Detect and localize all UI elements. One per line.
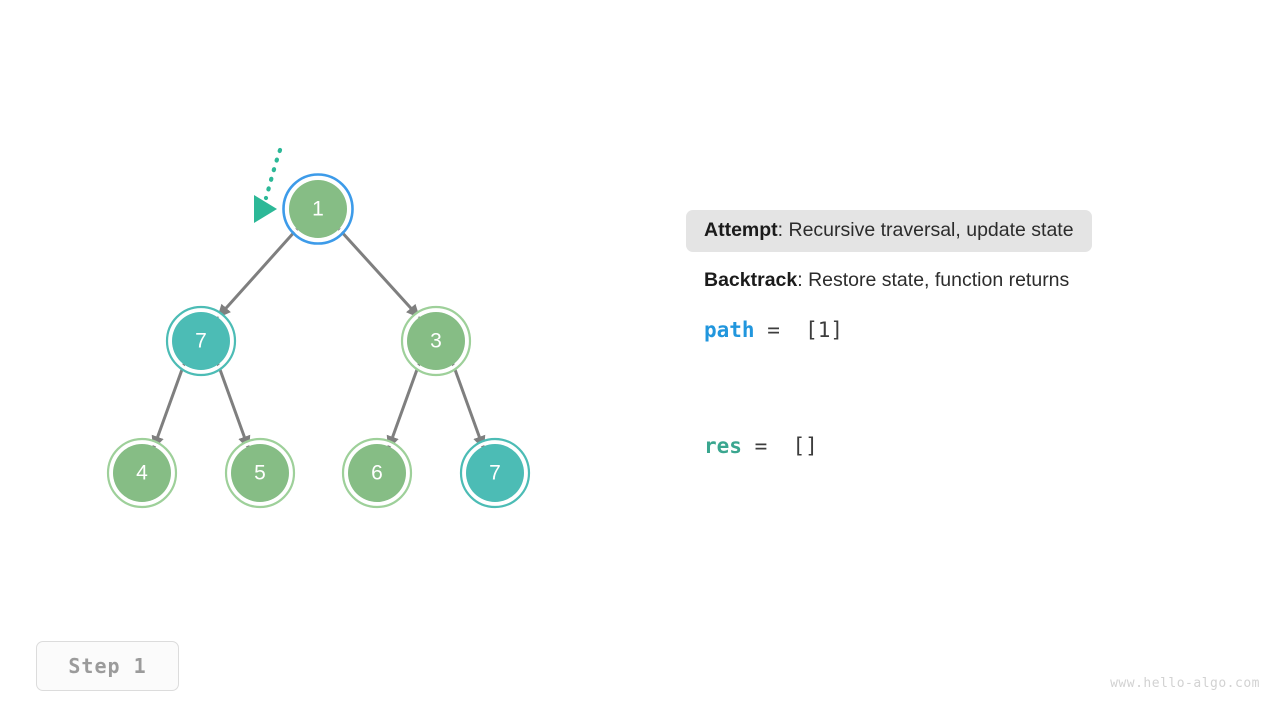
tree-nodes: 1 7 3 bbox=[106, 173, 531, 509]
node-7-right-outer-ring bbox=[459, 437, 531, 509]
pointer-arrow-icon bbox=[254, 195, 277, 223]
step-badge: Step 1 bbox=[36, 641, 179, 691]
edge-1-7 bbox=[216, 227, 299, 319]
path-state-line: path = [1] bbox=[686, 318, 1206, 342]
attempt-line: Attempt: Recursive traversal, update sta… bbox=[704, 219, 1074, 241]
tree-node-5[interactable]: 5 bbox=[224, 437, 296, 509]
node-3-fill bbox=[407, 312, 465, 370]
node-6-inner-ring bbox=[343, 439, 411, 507]
tree-node-7-left[interactable]: 7 bbox=[165, 305, 237, 377]
tree-node-1[interactable]: 1 bbox=[282, 173, 354, 245]
node-7-left-fill bbox=[172, 312, 230, 370]
edge-1-3 bbox=[337, 227, 421, 319]
node-4-outer-ring bbox=[106, 437, 178, 509]
node-1-active-ring bbox=[282, 173, 354, 245]
node-1-inner-ring bbox=[284, 175, 352, 243]
node-7-left-inner-ring bbox=[167, 307, 235, 375]
node-7-right-label: 7 bbox=[489, 462, 501, 485]
edge-7-5 bbox=[216, 363, 251, 450]
edge-3-6 bbox=[386, 363, 421, 450]
edge-3-7 bbox=[451, 363, 486, 450]
node-7-left-outer-ring bbox=[165, 305, 237, 377]
tree-edges bbox=[151, 227, 486, 450]
node-3-inner-ring bbox=[402, 307, 470, 375]
pointer-dotted-path bbox=[263, 147, 283, 201]
attempt-highlight-box: Attempt: Recursive traversal, update sta… bbox=[686, 210, 1092, 252]
recursion-entry-pointer bbox=[254, 147, 283, 223]
tree-node-7-right[interactable]: 7 bbox=[459, 437, 531, 509]
node-1-label: 1 bbox=[312, 198, 324, 221]
step-badge-label: Step 1 bbox=[68, 654, 147, 678]
node-4-fill bbox=[113, 444, 171, 502]
node-4-label: 4 bbox=[136, 462, 148, 485]
backtrack-row: Backtrack: Restore state, function retur… bbox=[686, 269, 1206, 292]
tree-node-3[interactable]: 3 bbox=[400, 305, 472, 377]
node-6-label: 6 bbox=[371, 462, 383, 485]
tree-node-4[interactable]: 4 bbox=[106, 437, 178, 509]
attempt-label: Attempt bbox=[704, 219, 778, 241]
node-7-left-label: 7 bbox=[195, 330, 207, 353]
edge-7-4 bbox=[151, 363, 186, 450]
node-5-label: 5 bbox=[254, 462, 266, 485]
path-variable-value: = [1] bbox=[754, 318, 844, 342]
site-watermark: www.hello-algo.com bbox=[1110, 676, 1260, 691]
node-3-label: 3 bbox=[430, 330, 442, 353]
binary-tree-diagram: 1 7 3 bbox=[0, 0, 660, 560]
res-variable-value: = [] bbox=[741, 434, 818, 458]
node-6-fill bbox=[348, 444, 406, 502]
node-7-right-inner-ring bbox=[461, 439, 529, 507]
tree-node-6[interactable]: 6 bbox=[341, 437, 413, 509]
node-5-inner-ring bbox=[226, 439, 294, 507]
node-6-outer-ring bbox=[341, 437, 413, 509]
node-5-outer-ring bbox=[224, 437, 296, 509]
backtrack-label: Backtrack bbox=[704, 269, 798, 291]
backtrack-line: Backtrack: Restore state, function retur… bbox=[704, 269, 1069, 291]
res-state-line: res = [] bbox=[686, 434, 1206, 458]
node-4-inner-ring bbox=[108, 439, 176, 507]
path-variable-name: path bbox=[704, 318, 755, 342]
tree-svg: 1 7 3 bbox=[106, 147, 531, 509]
node-1-fill bbox=[289, 180, 347, 238]
res-variable-name: res bbox=[704, 434, 742, 458]
node-7-right-fill bbox=[466, 444, 524, 502]
backtrack-description: : Restore state, function returns bbox=[797, 269, 1070, 291]
explanation-panel: Attempt: Recursive traversal, update sta… bbox=[686, 210, 1206, 458]
node-5-fill bbox=[231, 444, 289, 502]
attempt-description: : Recursive traversal, update state bbox=[777, 219, 1074, 241]
node-3-outer-ring bbox=[400, 305, 472, 377]
